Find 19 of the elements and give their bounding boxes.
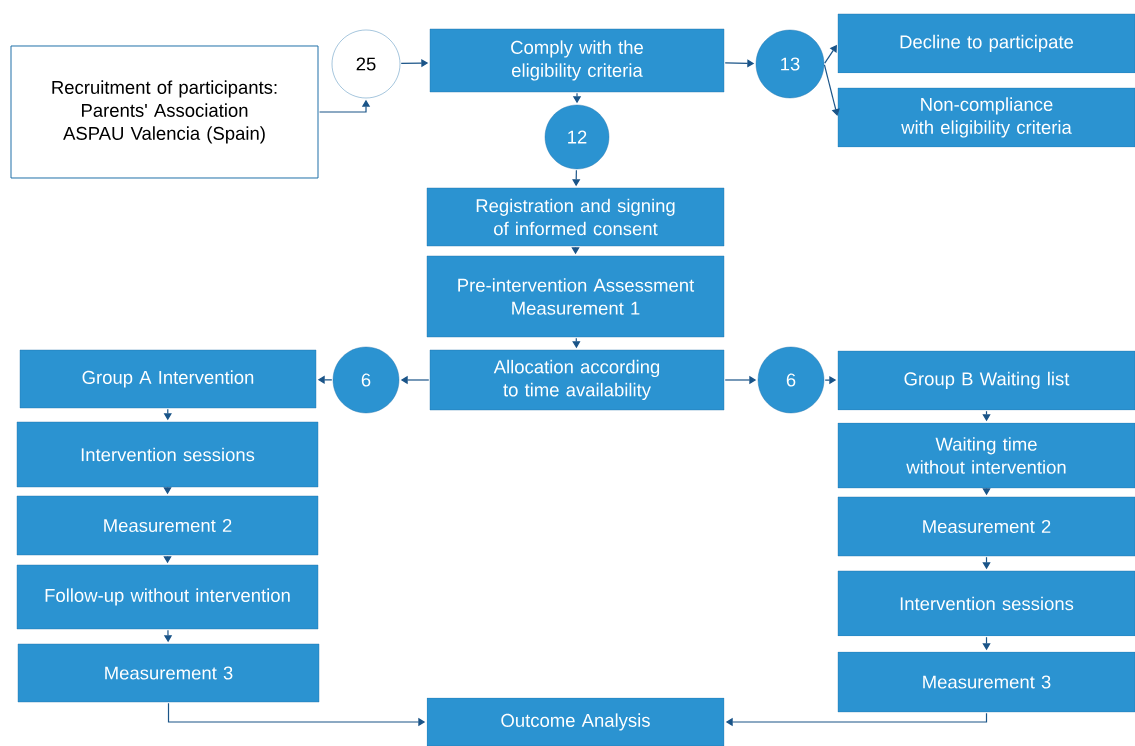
process-box: Intervention sessions (16, 421, 319, 488)
process-box: Waiting time without intervention (837, 422, 1135, 489)
process-box: Registration and signing of informed consent (426, 187, 725, 247)
process-box: Decline to participate (837, 13, 1135, 74)
process-box: Non-compliance with eligibility criteria (837, 87, 1135, 148)
process-box: Outcome Analysis (426, 697, 725, 746)
arrow (823, 64, 840, 116)
process-box: Recruitment of participants: Parents' Association ASPAU Valencia (Spain) (10, 45, 319, 179)
process-box: Intervention sessions (837, 570, 1135, 637)
process-box: Group A Intervention (19, 349, 317, 409)
process-box: Group B Waiting list (837, 350, 1135, 411)
process-box: Measurement 3 (17, 643, 320, 703)
process-box: Measurement 3 (837, 651, 1135, 713)
process-box: Allocation according to time availability (429, 349, 725, 411)
process-box: Comply with the eligibility criteria (429, 28, 725, 93)
process-box: Pre-intervention Assessment Measurement 1 (426, 255, 725, 338)
process-box: Follow-up without intervention (16, 564, 319, 630)
process-box: Measurement 2 (16, 495, 319, 556)
process-box: Measurement 2 (837, 496, 1135, 557)
